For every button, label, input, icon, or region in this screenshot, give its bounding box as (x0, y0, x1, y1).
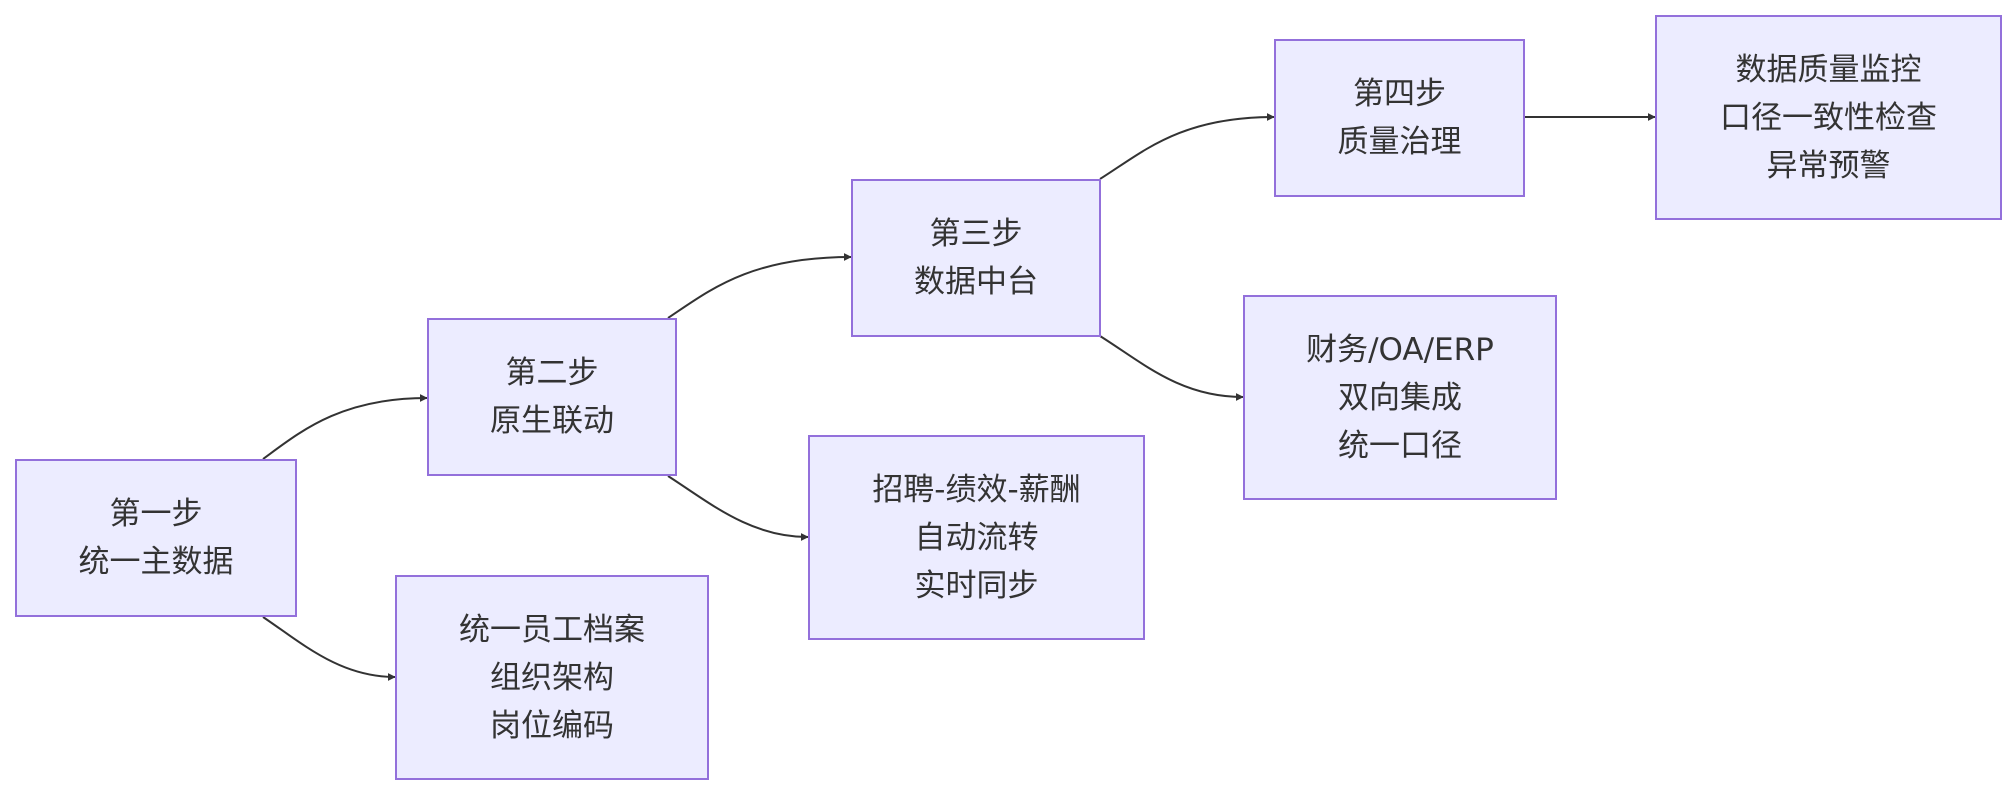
node-step4-line-1: 第四步 (1353, 76, 1446, 112)
node-detail4-line-1: 数据质量监控 (1735, 51, 1922, 88)
edge-step2-to-detail2 (667, 475, 809, 541)
edge-step3-to-detail3 (1099, 335, 1244, 401)
edge-step1-to-detail1 (262, 616, 396, 681)
node-detail4-line-2: 口径一致性检查 (1720, 99, 1937, 136)
node-detail2: 招聘-绩效-薪酬 自动流转 实时同步 (808, 435, 1145, 640)
node-detail2-line-1: 招聘-绩效-薪酬 (872, 471, 1081, 508)
edge-step2-to-step3 (667, 253, 852, 319)
node-step3: 第三步 数据中台 (851, 179, 1101, 337)
node-step4-line-2: 质量治理 (1337, 124, 1462, 160)
node-detail2-line-2: 自动流转 (914, 519, 1039, 556)
node-detail2-line-3: 实时同步 (914, 567, 1039, 604)
edge-step3-to-step4 (1099, 113, 1275, 180)
node-step4: 第四步 质量治理 (1274, 39, 1525, 197)
edge-step1-to-step2 (262, 394, 428, 460)
node-step3-line-1: 第三步 (929, 216, 1023, 252)
node-step2-line-1: 第二步 (505, 355, 599, 391)
node-detail4: 数据质量监控 口径一致性检查 异常预警 (1655, 15, 2002, 220)
node-detail3-line-1: 财务/OA/ERP (1306, 331, 1494, 368)
node-detail3-line-2: 双向集成 (1338, 379, 1462, 416)
node-step2: 第二步 原生联动 (427, 318, 677, 476)
node-step1: 第一步 统一主数据 (15, 459, 297, 617)
node-detail3-line-3: 统一口径 (1338, 427, 1462, 464)
node-detail1-line-1: 统一员工档案 (459, 611, 645, 648)
node-detail1: 统一员工档案 组织架构 岗位编码 (395, 575, 709, 780)
node-detail3: 财务/OA/ERP 双向集成 统一口径 (1243, 295, 1557, 500)
node-step1-line-2: 统一主数据 (78, 544, 234, 580)
node-detail1-line-3: 岗位编码 (490, 707, 614, 744)
node-step1-line-1: 第一步 (109, 496, 203, 532)
node-step2-line-2: 原生联动 (490, 403, 614, 439)
node-step3-line-2: 数据中台 (914, 264, 1038, 300)
node-detail1-line-2: 组织架构 (490, 659, 614, 696)
node-detail4-line-3: 异常预警 (1766, 147, 1891, 184)
